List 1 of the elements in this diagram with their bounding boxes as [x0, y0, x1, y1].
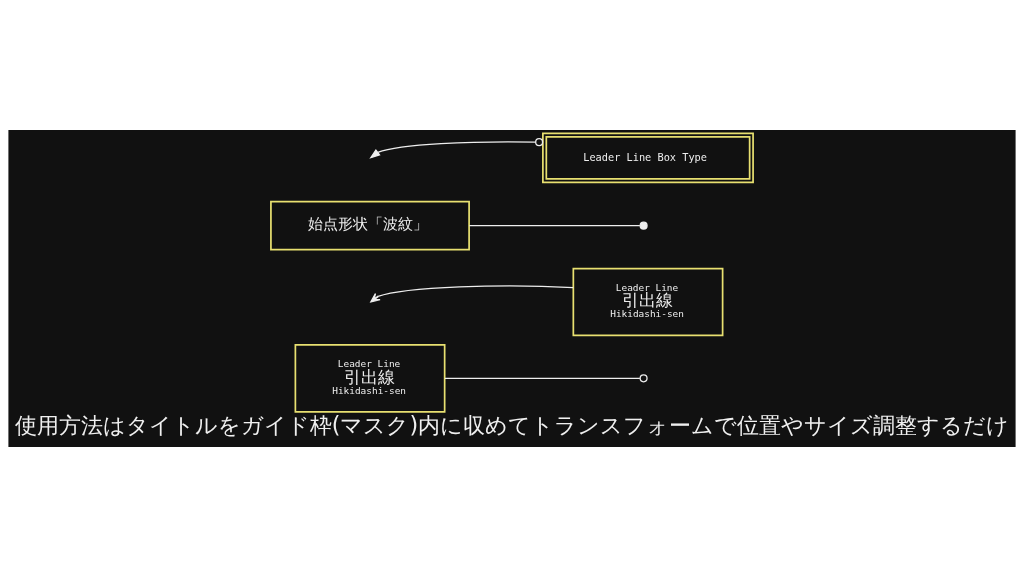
caption: 使用方法はタイトルをガイド枠(マスク)内に収めてトランスフォームで位置やサイズ調整するだけ [14, 411, 1010, 438]
